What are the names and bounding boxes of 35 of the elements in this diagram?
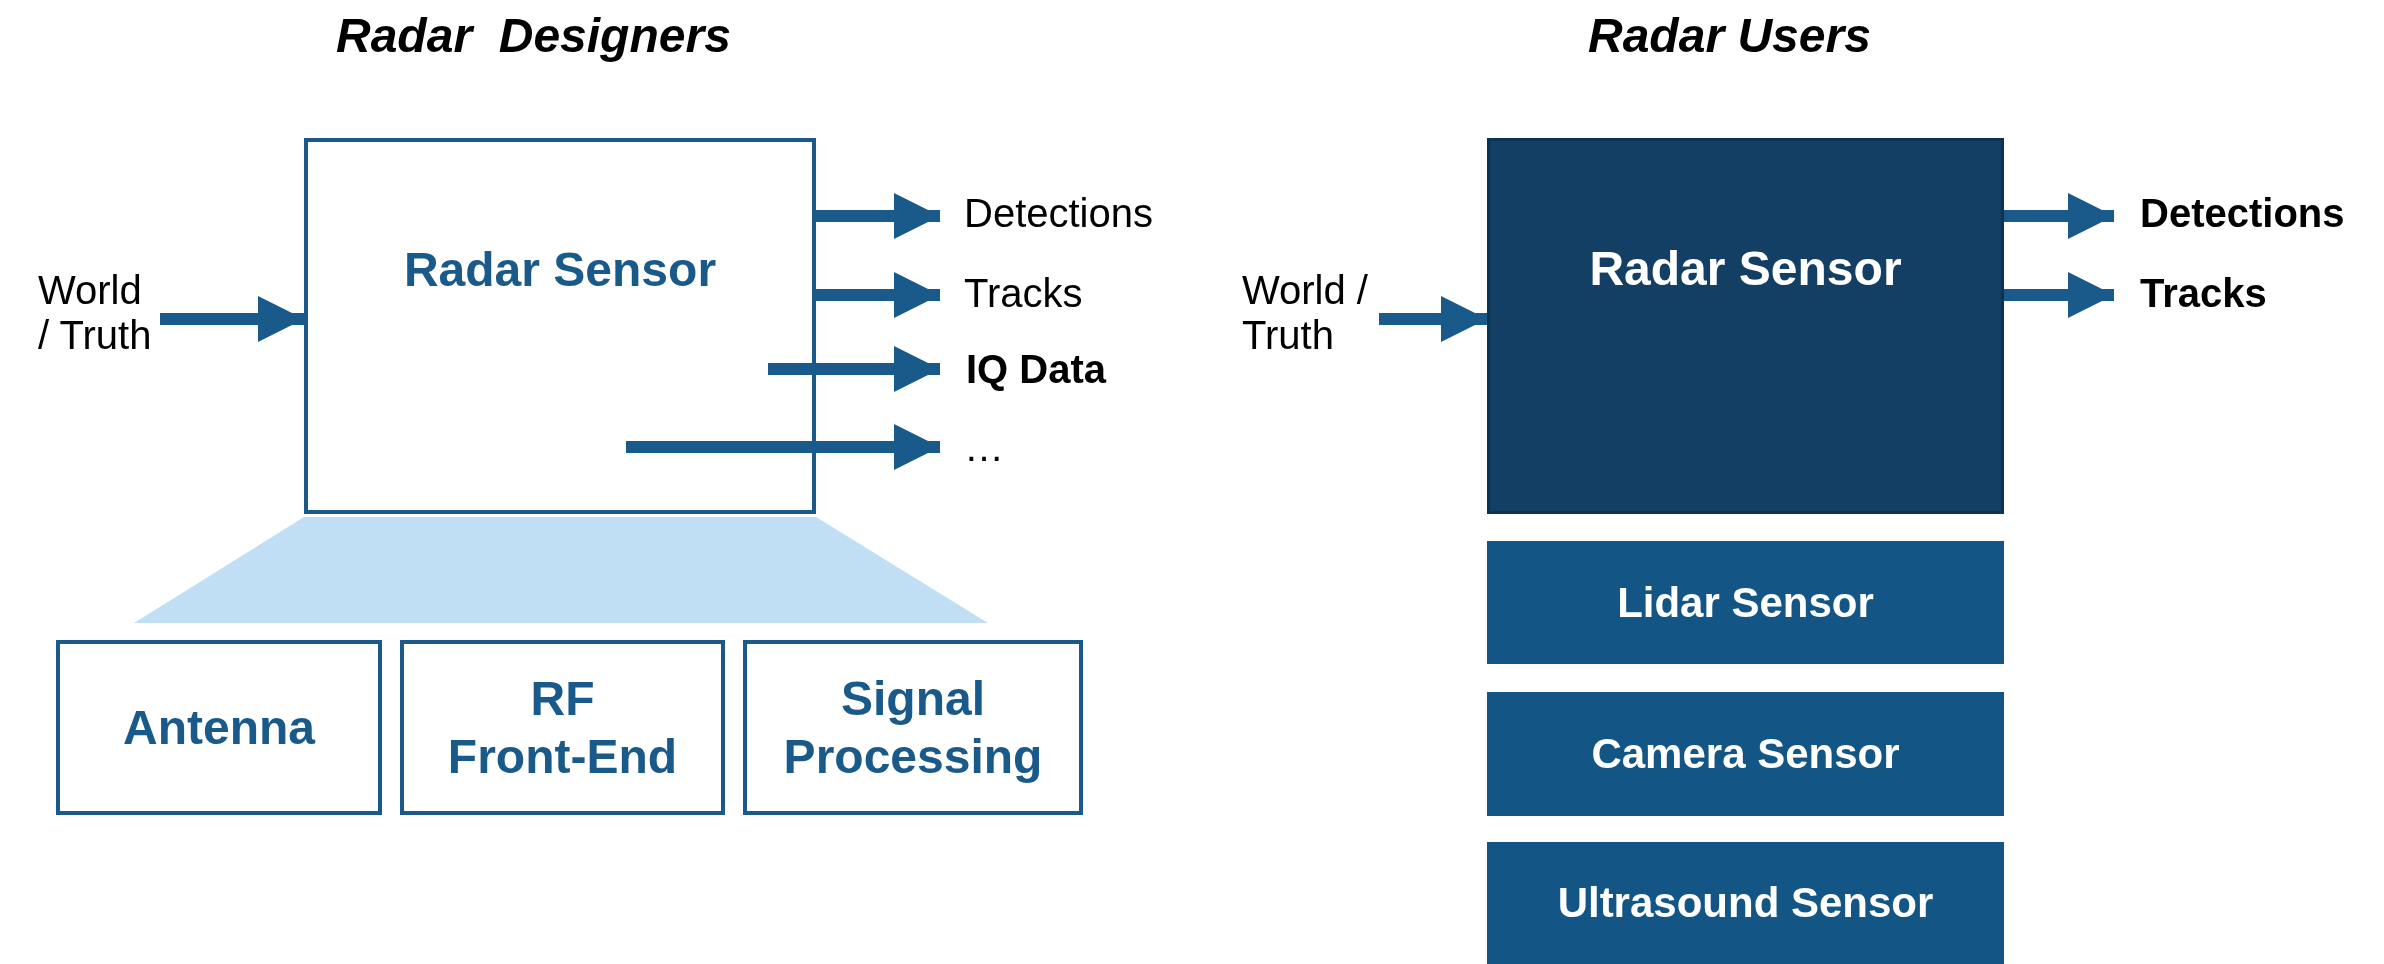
box-label: Lidar Sensor bbox=[1617, 578, 1874, 627]
output-label: Tracks bbox=[964, 270, 1083, 316]
radar-sensor-box bbox=[1487, 138, 2004, 514]
output-label: Tracks bbox=[2140, 270, 2267, 316]
box-label: RF Front-End bbox=[446, 670, 679, 785]
section-heading: Radar Users bbox=[1588, 8, 1871, 63]
component-box bbox=[56, 640, 382, 815]
arrow bbox=[2004, 193, 2114, 239]
sensor-box bbox=[1487, 541, 2004, 664]
section-heading: Radar Designers bbox=[336, 8, 731, 63]
sensor-box bbox=[1487, 842, 2004, 964]
input-label: World / Truth bbox=[1242, 268, 1369, 358]
component-box bbox=[400, 640, 725, 815]
arrow bbox=[816, 272, 940, 318]
box-label: Radar Sensor bbox=[1589, 241, 1902, 296]
output-label: … bbox=[964, 424, 1004, 470]
arrow bbox=[2004, 272, 2114, 318]
output-label: Detections bbox=[964, 190, 1153, 236]
arrow bbox=[626, 424, 940, 470]
arrow bbox=[160, 296, 304, 342]
output-label: Detections bbox=[2140, 190, 2345, 236]
output-label: IQ Data bbox=[966, 346, 1107, 392]
arrow bbox=[816, 193, 940, 239]
component-box bbox=[743, 640, 1083, 815]
sensor-box bbox=[1487, 692, 2004, 816]
zoom-trapezoid bbox=[134, 517, 988, 623]
box-label: Radar Sensor bbox=[403, 242, 717, 297]
radar-sensor-box bbox=[304, 138, 816, 514]
arrow bbox=[768, 346, 940, 392]
box-label: Signal Processing bbox=[782, 670, 1044, 785]
box-label: Ultrasound Sensor bbox=[1557, 879, 1934, 927]
box-label: Antenna bbox=[123, 699, 315, 756]
box-label: Camera Sensor bbox=[1591, 730, 1900, 778]
arrow bbox=[1379, 296, 1487, 342]
input-label: World / Truth bbox=[38, 268, 153, 358]
